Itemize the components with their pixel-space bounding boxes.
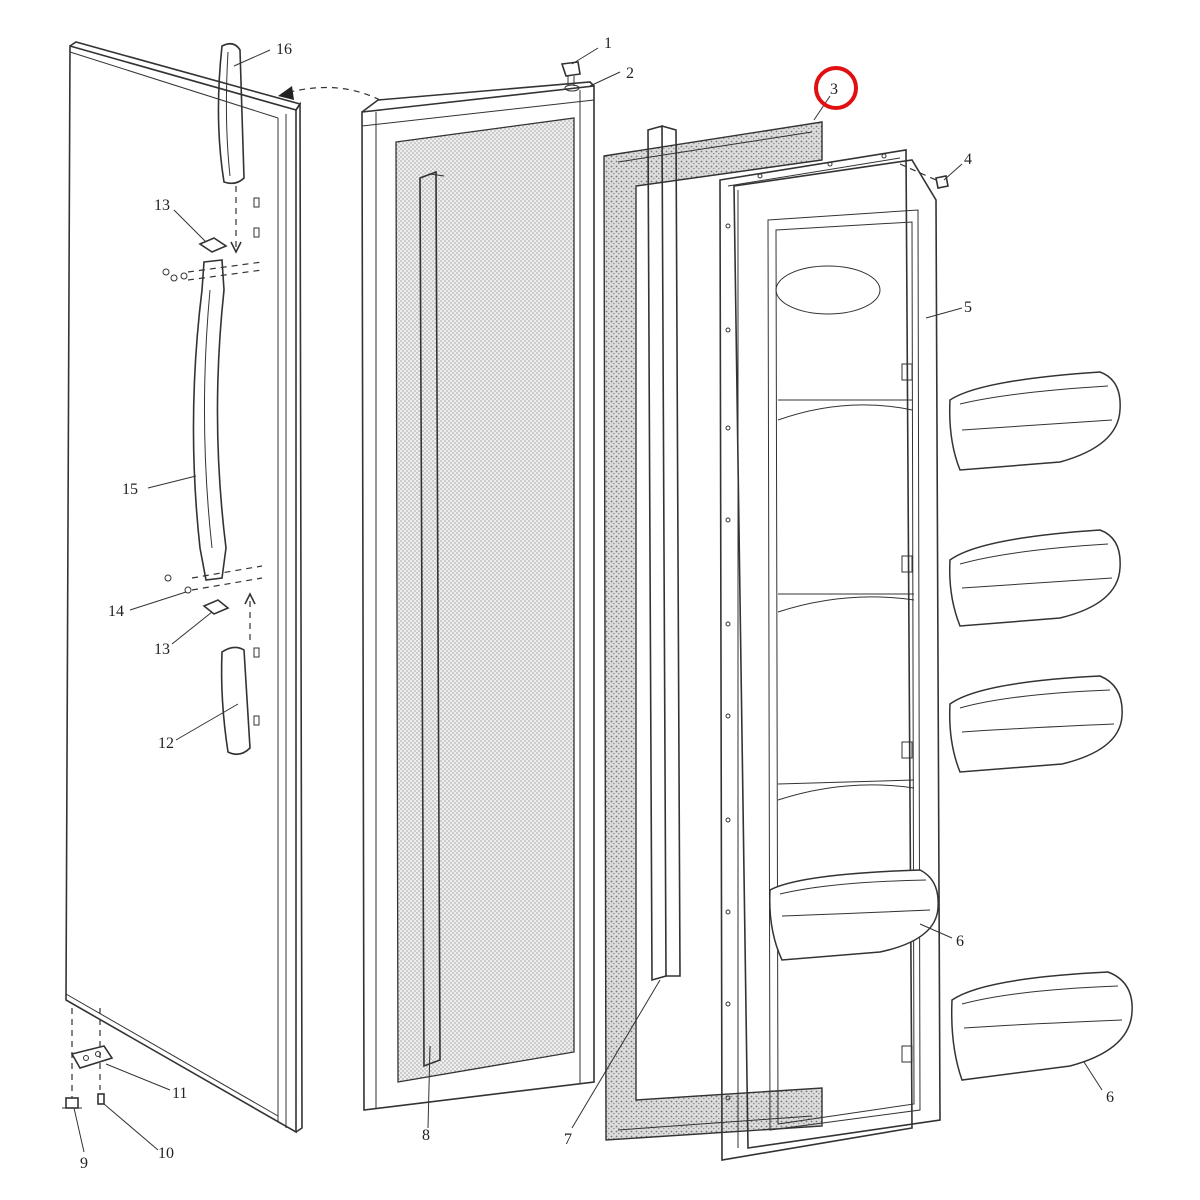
leader-lines — [73, 47, 1103, 1153]
callout-4: 4 — [964, 151, 972, 168]
glass-side-trim — [419, 170, 445, 1068]
callout-5: 5 — [964, 299, 972, 316]
callout-15: 15 — [122, 481, 138, 498]
door-stop-cap — [560, 61, 581, 86]
hinge-screw — [97, 1093, 105, 1105]
bottom-hinge — [70, 1008, 114, 1098]
door-slots — [253, 197, 260, 726]
door-bin-2 — [948, 529, 1121, 627]
glass-door-frame — [361, 81, 595, 1111]
liner-screw — [935, 175, 949, 189]
door-bin-4 — [950, 971, 1133, 1081]
callout-14: 14 — [108, 603, 124, 620]
swap-arrow-head — [278, 86, 294, 100]
handle-bottom-cap — [220, 646, 251, 756]
outer-door-panel — [65, 41, 303, 1134]
swap-arrow-line — [289, 86, 381, 101]
door-bin-mounted — [769, 869, 939, 961]
inner-door-liner — [719, 149, 941, 1161]
callout-8: 8 — [422, 1127, 430, 1144]
door-bin-3 — [948, 675, 1123, 773]
highlight-circle — [814, 66, 858, 110]
callout-16: 16 — [276, 41, 292, 58]
callout-12: 12 — [158, 735, 174, 752]
door-gasket — [603, 121, 823, 1141]
door-bin-1 — [948, 371, 1121, 471]
callout-11: 11 — [172, 1085, 187, 1102]
assembly-arrow-head-lower — [244, 592, 256, 605]
callout-6-mounted: 6 — [956, 933, 964, 950]
callout-6-loose: 6 — [1106, 1089, 1114, 1106]
handle-screws-top — [162, 261, 263, 282]
handle-top-cap — [217, 42, 245, 185]
handle-clip-top — [198, 237, 228, 253]
handle-clip-bottom — [202, 599, 230, 615]
callout-10: 10 — [158, 1145, 174, 1162]
callout-1: 1 — [604, 35, 612, 52]
callout-13-bottom: 13 — [154, 641, 170, 658]
handle-screws-bottom — [164, 565, 263, 594]
door-handle — [192, 259, 227, 581]
gasket-trim-strip — [647, 124, 681, 982]
assembly-arrow-head — [230, 241, 242, 254]
hinge-pin — [62, 1097, 82, 1109]
callout-13-top: 13 — [154, 197, 170, 214]
callout-2: 2 — [626, 65, 634, 82]
callout-3: 3 — [830, 81, 838, 98]
callout-9: 9 — [80, 1155, 88, 1172]
callout-7: 7 — [564, 1131, 572, 1148]
